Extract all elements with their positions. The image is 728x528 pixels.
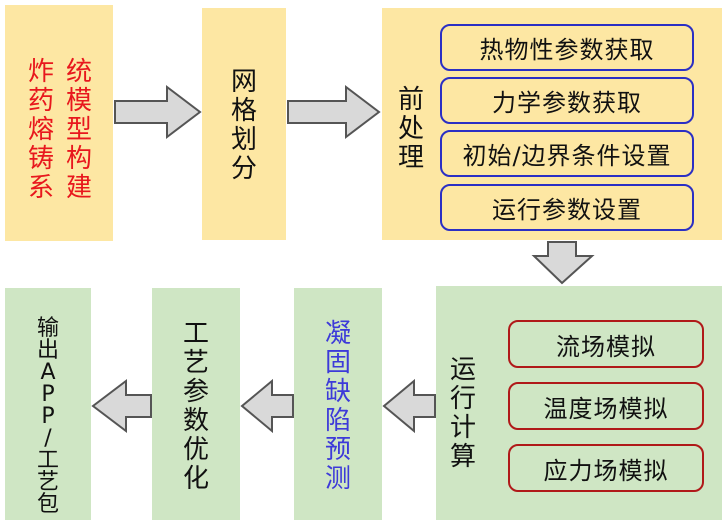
label-char: 统 xyxy=(65,57,92,87)
output-box xyxy=(5,288,91,520)
label-char: 系 xyxy=(27,173,54,203)
label-char: 工 xyxy=(36,448,59,473)
label-char: 缺 xyxy=(324,377,351,407)
label-char: 输 xyxy=(36,316,59,341)
label-char: 铸 xyxy=(27,144,54,174)
label-char: 运 xyxy=(449,355,476,385)
label-char: P xyxy=(41,382,55,407)
label-char: 分 xyxy=(230,154,257,184)
arrow-run-to-defect xyxy=(382,378,436,434)
label-char: 算 xyxy=(449,442,476,472)
preprocess-label: 前处理 xyxy=(396,86,426,173)
arrow-modeling-to-meshing xyxy=(114,84,202,140)
label-char: 出 xyxy=(36,338,59,363)
run-item-stress: 应力场模拟 xyxy=(508,444,704,492)
label-char: 艺 xyxy=(36,470,59,495)
defect-label: 凝固缺陷预测 xyxy=(323,320,353,494)
label-char: 药 xyxy=(27,86,54,116)
label-char: 前 xyxy=(397,85,424,115)
label-char: P xyxy=(41,404,55,429)
label-char: 包 xyxy=(36,492,59,517)
arrow-preprocess-to-run xyxy=(531,241,595,285)
label-char: 行 xyxy=(449,384,476,414)
label-char: 数 xyxy=(182,406,209,436)
label-char: 优 xyxy=(182,435,209,465)
arrow-optimize-to-output xyxy=(91,378,152,434)
label-char: 参 xyxy=(182,377,209,407)
label-char: 理 xyxy=(397,143,424,173)
run-label: 运行计算 xyxy=(448,356,478,472)
label-char: 凝 xyxy=(324,319,351,349)
preprocess-item-thermal: 热物性参数获取 xyxy=(440,24,694,71)
meshing-box xyxy=(202,8,286,240)
label-char: 网 xyxy=(230,67,257,97)
label-char: 格 xyxy=(230,96,257,126)
modeling-box xyxy=(5,5,113,241)
optimize-box xyxy=(152,288,240,520)
preprocess-item-runparams: 运行参数设置 xyxy=(440,184,694,231)
label-char: A xyxy=(40,360,56,385)
label-char: 工 xyxy=(182,319,209,349)
preprocess-item-boundary: 初始/边界条件设置 xyxy=(440,130,694,177)
label-char: 模 xyxy=(65,86,92,116)
label-char: 处 xyxy=(397,114,424,144)
label-char: 计 xyxy=(449,413,476,443)
arrow-defect-to-optimize xyxy=(240,378,294,434)
run-item-temperature: 温度场模拟 xyxy=(508,382,704,430)
label-char: / xyxy=(44,426,52,451)
modeling-col2: 统模型构建 xyxy=(64,58,94,203)
label-char: 建 xyxy=(65,173,92,203)
label-char: 型 xyxy=(65,115,92,145)
label-char: 预 xyxy=(324,435,351,465)
optimize-label: 工艺参数优化 xyxy=(181,320,211,494)
meshing-label: 网格划分 xyxy=(229,68,259,184)
label-char: 艺 xyxy=(182,348,209,378)
modeling-col1: 炸药熔铸系 xyxy=(26,58,56,203)
label-char: 熔 xyxy=(27,115,54,145)
label-char: 固 xyxy=(324,348,351,378)
arrow-meshing-to-preprocess xyxy=(287,84,381,140)
label-char: 划 xyxy=(230,125,257,155)
label-char: 构 xyxy=(65,144,92,174)
run-item-flow: 流场模拟 xyxy=(508,320,704,368)
label-char: 测 xyxy=(324,464,351,494)
defect-box xyxy=(294,288,382,520)
label-char: 陷 xyxy=(324,406,351,436)
preprocess-item-mechanical: 力学参数获取 xyxy=(440,77,694,124)
label-char: 化 xyxy=(182,464,209,494)
label-char: 炸 xyxy=(27,57,54,87)
